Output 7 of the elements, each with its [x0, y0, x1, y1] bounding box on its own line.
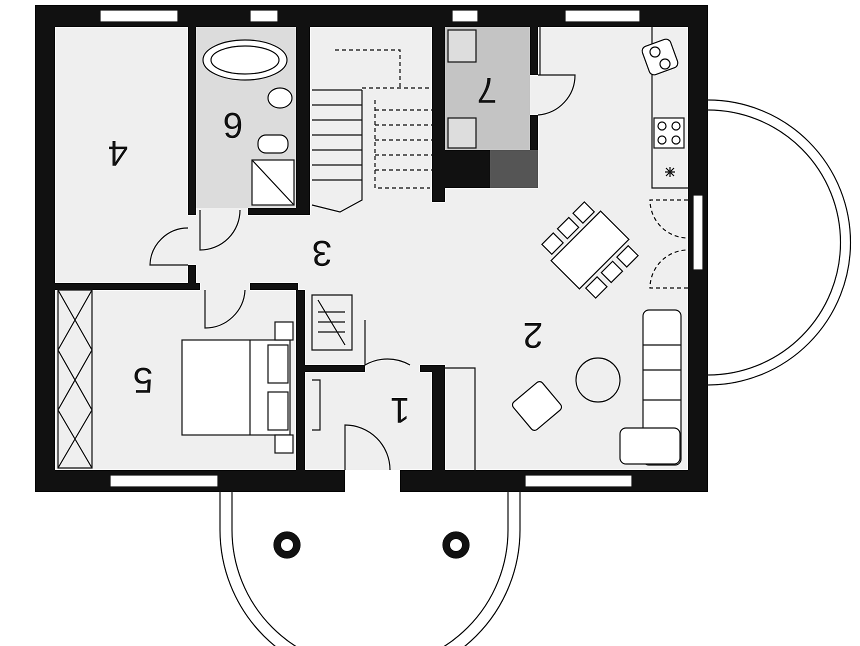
room-number: 7 [476, 72, 498, 108]
room-number: 4 [106, 135, 130, 171]
room-number: 6 [222, 107, 244, 143]
room-number: 3 [310, 235, 334, 271]
room-number: 1 [388, 392, 412, 428]
room-number: 5 [132, 362, 154, 398]
room-number: 2 [522, 317, 544, 353]
